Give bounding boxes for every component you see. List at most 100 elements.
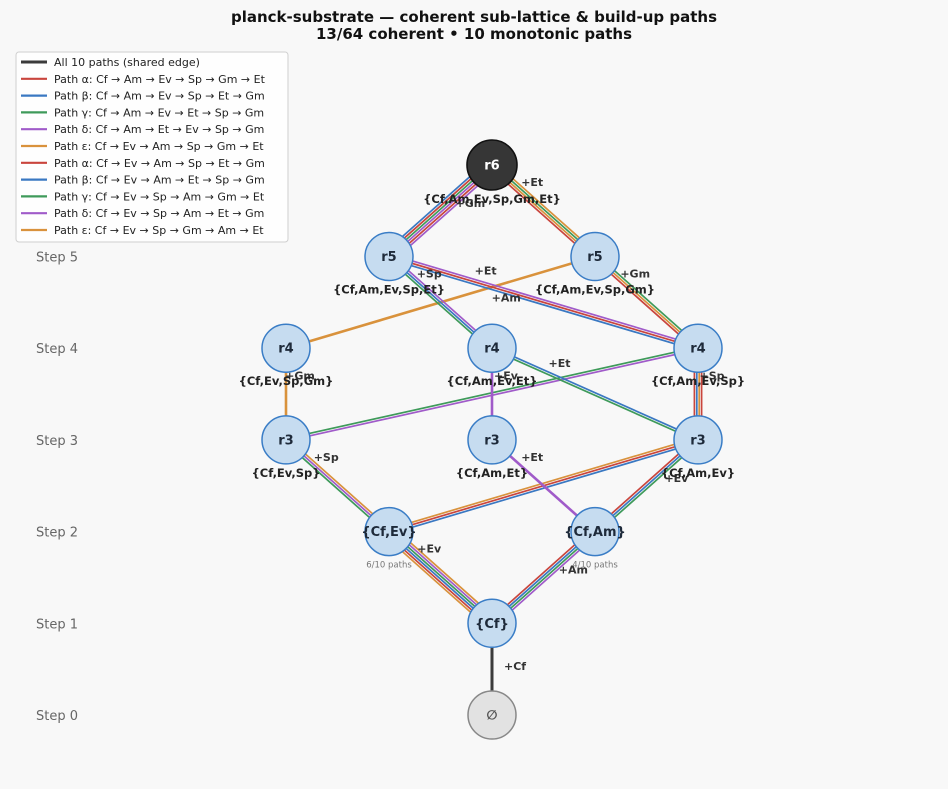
node-cfam: {Cf,Am} 4/10 paths	[564, 506, 626, 571]
path-stroke	[388, 253, 700, 347]
legend-item: Path γ: Cf → Am → Ev → Et → Sp → Gm	[21, 106, 264, 119]
node-set-label: {Cf,Am,Ev}	[661, 466, 735, 480]
legend-item: All 10 paths (shared edge)	[21, 56, 200, 69]
legend-item: Path α: Cf → Am → Ev → Sp → Gm → Et	[21, 73, 266, 86]
edge-label: +Sp	[699, 370, 724, 383]
edge-label: +Gm	[620, 268, 650, 281]
legend-label: Path α: Cf → Am → Ev → Sp → Gm → Et	[54, 73, 266, 86]
edge-label: +Sp	[417, 268, 442, 281]
node-label: r3	[278, 433, 293, 448]
step-label: Step 4	[36, 342, 78, 357]
edge-r3c-r4b	[490, 346, 700, 442]
node-r4c: r4 {Cf,Am,Ev,Sp}	[651, 323, 745, 388]
legend-label: Path ε: Cf → Ev → Am → Sp → Gm → Et	[54, 140, 264, 153]
node-circle	[466, 139, 518, 191]
node-label: {Cf,Ev}	[361, 525, 416, 540]
legend-box	[15, 51, 289, 243]
legend-label: Path β: Cf → Ev → Am → Et → Sp → Gm	[54, 174, 265, 187]
legend-item: Path δ: Cf → Ev → Sp → Am → Et → Gm	[21, 207, 264, 220]
step-label: Step 1	[36, 617, 78, 632]
node-set-label: {Cf,Am,Et}	[456, 466, 528, 480]
node-circle	[261, 323, 311, 373]
node-circle	[364, 506, 414, 557]
step-label: Step 2	[36, 526, 78, 541]
title-line-1: planck-substrate — coherent sub-lattice …	[231, 8, 717, 26]
node-r3a: r3 {Cf,Ev,Sp}	[252, 415, 321, 480]
node-r5a: r5 {Cf,Am,Ev,Sp,Et}	[333, 231, 445, 297]
legend-item: Path γ: Cf → Ev → Sp → Am → Gm → Et	[21, 190, 265, 203]
node-set-label: {Cf,Am,Ev,Sp}	[651, 374, 745, 388]
legend-item: Path β: Cf → Ev → Am → Et → Sp → Gm	[21, 174, 265, 187]
node-circle	[364, 231, 414, 282]
node-label: r4	[484, 342, 499, 357]
node-label: {Cf,Am}	[564, 525, 626, 540]
node-set-label: {Cf,Ev,Sp,Gm}	[239, 374, 334, 388]
node-label: r4	[690, 342, 705, 357]
edge-label: +Et	[521, 451, 543, 464]
node-circle	[570, 231, 620, 282]
node-circle	[467, 598, 517, 649]
node-circle	[673, 323, 723, 373]
legend-item: Path ε: Cf → Ev → Sp → Gm → Am → Et	[21, 224, 264, 237]
legend-label: Path δ: Cf → Ev → Sp → Am → Et → Gm	[54, 207, 264, 220]
node-circle	[261, 415, 311, 465]
node-label: r4	[278, 342, 293, 357]
legend-label: Path δ: Cf → Am → Et → Ev → Sp → Gm	[54, 123, 264, 136]
path-stroke	[491, 346, 700, 440]
edge-r4c-r5a	[387, 253, 700, 352]
node-label: {Cf}	[475, 617, 509, 632]
edge-label: +Gm	[285, 370, 315, 383]
node-circle	[467, 415, 517, 465]
node-label: ∅	[486, 709, 497, 724]
edge-label: +Am	[492, 291, 521, 304]
legend-label: Path γ: Cf → Ev → Sp → Am → Gm → Et	[54, 190, 265, 203]
node-label: r5	[381, 250, 396, 265]
legend-item: Path β: Cf → Am → Ev → Sp → Et → Gm	[21, 90, 265, 103]
edge-label: +Ev	[664, 472, 689, 485]
node-path-count: 6/10 paths	[366, 561, 412, 571]
edge-label: +Sp	[314, 451, 339, 464]
node-circle	[570, 506, 620, 557]
node-label: r3	[690, 433, 705, 448]
edge-label: +Ev	[494, 370, 519, 383]
title-line-2: 13/64 coherent • 10 monotonic paths	[316, 25, 632, 43]
edge-label: +Am	[559, 564, 588, 577]
node-path-count: 4/10 paths	[572, 561, 618, 571]
node-label: r5	[587, 250, 602, 265]
legend-label: All 10 paths (shared edge)	[54, 56, 200, 69]
path-stroke	[387, 257, 699, 352]
legend-item: Path δ: Cf → Am → Et → Ev → Sp → Gm	[21, 123, 264, 136]
node-set-label: {Cf,Am,Ev,Et}	[447, 374, 538, 388]
path-stroke	[388, 255, 699, 350]
node-empty: ∅	[467, 690, 517, 740]
node-set-label: {Cf,Am,Ev,Sp,Et}	[333, 283, 445, 297]
legend-label: Path ε: Cf → Ev → Sp → Gm → Am → Et	[54, 224, 264, 237]
node-cfev: {Cf,Ev} 6/10 paths	[361, 506, 417, 571]
edge-label: +Et	[548, 357, 570, 370]
legend-item: Path ε: Cf → Ev → Am → Sp → Gm → Et	[21, 140, 264, 153]
legend-label: Path β: Cf → Am → Ev → Sp → Et → Gm	[54, 90, 265, 103]
node-r5b: r5 {Cf,Am,Ev,Sp,Gm}	[535, 231, 655, 297]
node-circle	[467, 323, 517, 373]
path-stroke	[490, 348, 699, 442]
node-set-label: {Cf,Am,Ev,Sp,Gm}	[535, 283, 655, 297]
node-r3c: r3 {Cf,Am,Ev}	[661, 415, 735, 480]
edge-label: +Ev	[417, 543, 442, 556]
node-set-label: {Cf,Am,Ev,Sp,Gm,Et}	[423, 192, 561, 206]
node-r4b: r4 {Cf,Am,Ev,Et}	[447, 323, 538, 388]
node-r6: r6 {Cf,Am,Ev,Sp,Gm,Et}	[423, 139, 561, 206]
edge-label: +Cf	[504, 660, 526, 673]
node-circle	[467, 690, 517, 740]
step-label: Step 3	[36, 434, 78, 449]
node-label: r6	[484, 159, 499, 174]
step-label: Step 0	[36, 709, 78, 724]
node-set-label: {Cf,Ev,Sp}	[252, 466, 321, 480]
legend-item: Path α: Cf → Ev → Am → Sp → Et → Gm	[21, 157, 265, 170]
node-circle	[673, 415, 723, 465]
node-cf: {Cf}	[467, 598, 517, 649]
edge-label: +Et	[521, 176, 543, 189]
node-label: r3	[484, 433, 499, 448]
legend-label: Path α: Cf → Ev → Am → Sp → Et → Gm	[54, 157, 265, 170]
edge-label: +Et	[475, 265, 497, 278]
